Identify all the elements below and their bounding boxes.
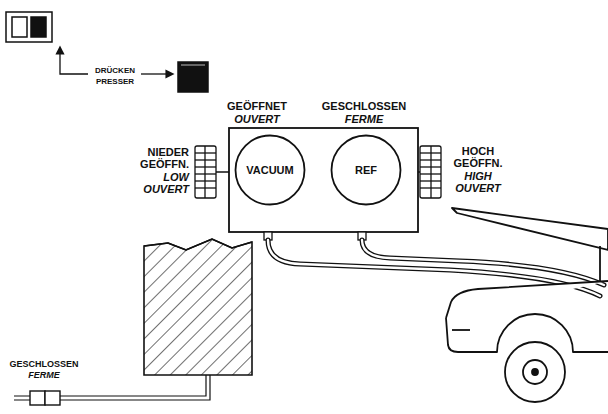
circle-shape [236, 136, 305, 205]
control-panel [216, 128, 420, 240]
pressed-switch-icon [178, 62, 208, 92]
label-text: FERME [344, 113, 384, 125]
annotation-label: HIGH [464, 170, 493, 182]
annotation-label: GESCHLOSSEN [9, 360, 80, 370]
label-text: OUVERT [455, 182, 502, 194]
label-text: DRÜCKEN [95, 67, 136, 76]
gauge-circle: REF [330, 134, 402, 206]
label-text: HOCH GEÖFFN. [447, 145, 509, 169]
circle-shape [332, 136, 401, 205]
tank [144, 239, 252, 375]
annotation-label: PRESSER [95, 78, 135, 87]
label-text: GESCHLOSSEN [321, 100, 407, 112]
annotation-label: HOCH GEÖFFN. [447, 145, 509, 169]
label-text: FERME [28, 371, 61, 381]
annotation-label: GEÖFFNET [227, 100, 288, 112]
switch-icon [6, 12, 52, 42]
annotation-label: OUVERT [142, 183, 189, 195]
high-knob [420, 146, 441, 198]
annotation-label: DRÜCKEN [95, 67, 136, 76]
annotation-label: OUVERT [234, 113, 281, 125]
gauge-label: VACUUM [246, 164, 293, 176]
annotation-label: LOW [162, 171, 189, 183]
label-text: HIGH [464, 170, 493, 182]
low-knob [195, 146, 216, 198]
label-text: GEÖFFNET [227, 100, 288, 112]
annotation-label: FERME [344, 113, 384, 125]
drain-valve [30, 391, 60, 405]
label-text: LOW [162, 171, 189, 183]
annotation-label: GESCHLOSSEN [321, 100, 407, 112]
label-text: OUVERT [234, 113, 281, 125]
annotation-label: FERME [28, 371, 61, 381]
label-text: PRESSER [95, 78, 135, 87]
label-text: OUVERT [142, 183, 189, 195]
gauge-label: REF [355, 164, 377, 176]
annotation-label: OUVERT [455, 182, 502, 194]
label-text: NIEDER GEÖFFN. [131, 146, 189, 170]
car [446, 208, 608, 402]
annotation-label: NIEDER GEÖFFN. [131, 146, 189, 170]
label-text: GESCHLOSSEN [9, 360, 80, 370]
gauge-circle: VACUUM [234, 134, 306, 206]
